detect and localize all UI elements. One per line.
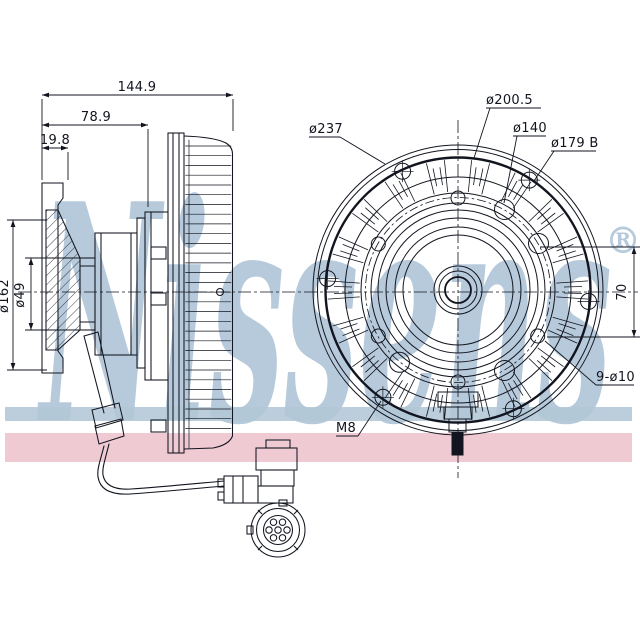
connector-tick [293, 545, 299, 551]
connector-face-inner [262, 514, 294, 546]
leader-bolt-circle [503, 135, 518, 204]
dim-bolt-holes-label: 9-ø10 [596, 370, 635, 385]
dim-outer-dia-label: ø237 [309, 122, 343, 137]
dim-datum-dia-label: ø179 B [551, 136, 599, 151]
plug-tab [217, 491, 225, 501]
dim-flange-dia-label: ø162 [0, 279, 12, 313]
dim-bolt-circle-label: ø140 [513, 121, 547, 136]
front-view-fan-clutch [18, 120, 638, 478]
connector-tick [257, 509, 263, 515]
threaded-stud [451, 431, 464, 456]
connector-tick [293, 509, 299, 515]
electrical-connector [217, 439, 306, 558]
cooling-fins [185, 145, 232, 429]
dim-total-width-label: 144.9 [118, 80, 157, 95]
dim-thread-label: M8 [336, 421, 356, 436]
leader-datum-dia [533, 150, 555, 182]
connector-pins [265, 518, 291, 542]
clip-detail [150, 419, 167, 433]
radial-fin-blades [327, 160, 589, 420]
fin-drum-top-edge [183, 135, 234, 155]
fin-drum-bottom-edge [183, 435, 234, 450]
bolt-holes [370, 190, 549, 390]
decorative-bands [5, 407, 632, 462]
plug-tab [217, 478, 225, 488]
mounting-plate [167, 132, 185, 454]
dim-shaft-dia-label: ø49 [13, 282, 28, 307]
dimension-arrows [10, 92, 637, 370]
dimensions: 144.9 78.9 19.8 ø162 ø49 ø237 ø200.5 ø14… [0, 80, 640, 437]
leader-ring-dia [473, 107, 491, 159]
cable-outer [97, 445, 225, 495]
sensor-arm [97, 331, 116, 409]
dim-flange-width-label: 19.8 [40, 133, 70, 148]
cable-elbow [91, 402, 124, 429]
cable-elbow [94, 418, 125, 445]
connector-tick [257, 545, 263, 551]
sensor-arm [83, 335, 105, 414]
dim-mid-width-label: 78.9 [81, 110, 111, 125]
dim-offset-label: 70 [615, 283, 630, 300]
connector-face-ring [255, 507, 301, 553]
pink-band [5, 433, 632, 462]
blue-band [5, 407, 632, 421]
rim-screw-bosses [316, 160, 600, 420]
bolt-circle-centerline [365, 197, 551, 383]
connector-key-tab [278, 499, 288, 507]
clip-detail [150, 292, 167, 306]
leader-thread [357, 400, 382, 437]
connector-face-outer [250, 502, 306, 558]
flange-bottom-step [41, 350, 64, 374]
sensor-arm [83, 331, 99, 337]
registered-trademark-icon: ® [605, 220, 640, 262]
cable-inner [102, 443, 225, 490]
connector-notch [246, 525, 254, 535]
clip-detail [150, 246, 167, 260]
leader-bolt-holes [544, 340, 597, 386]
leader-outer-dia [339, 136, 386, 165]
dim-ring-dia-label: ø200.5 [486, 93, 533, 108]
side-view-fan-clutch [41, 132, 234, 495]
flange-top-step [41, 182, 64, 206]
